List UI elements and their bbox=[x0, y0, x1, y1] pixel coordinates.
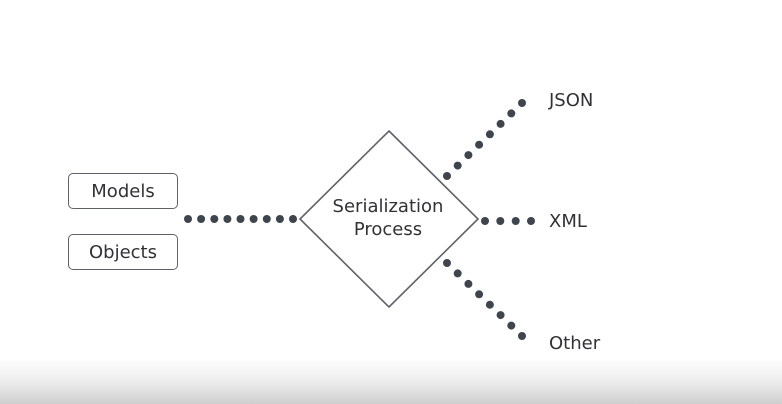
process-label-line1: Serialization bbox=[332, 196, 444, 217]
input-box-objects: Objects bbox=[68, 234, 178, 270]
input-box-models: Models bbox=[68, 173, 178, 209]
xml-connector-dot bbox=[527, 217, 535, 225]
process-label-line2: Process bbox=[353, 219, 423, 240]
other-connector-dot bbox=[443, 259, 451, 267]
input-connector-dot bbox=[236, 215, 245, 223]
other-connector-dot bbox=[507, 321, 516, 330]
output-label-xml: XML bbox=[549, 211, 587, 232]
other-connector-dot bbox=[496, 311, 505, 320]
json-connector-dot bbox=[453, 161, 462, 170]
json-connector-dot bbox=[443, 172, 451, 180]
other-connector-dot bbox=[464, 279, 473, 288]
xml-connector-dot bbox=[481, 217, 489, 225]
json-connector-dot bbox=[475, 140, 484, 149]
json-connector-dot bbox=[485, 130, 494, 139]
input-connector-dot bbox=[210, 215, 219, 223]
input-connector-dot bbox=[249, 215, 258, 223]
other-connector-dot bbox=[453, 269, 462, 278]
input-connector-dot bbox=[223, 215, 232, 223]
input-connector-dot bbox=[275, 215, 284, 223]
output-label-json: JSON bbox=[549, 90, 594, 111]
xml-connector-dot bbox=[496, 217, 505, 225]
input-label-models: Models bbox=[91, 180, 155, 202]
input-connector-dot bbox=[184, 215, 192, 223]
input-connector-dot bbox=[289, 215, 297, 223]
json-connector-dot bbox=[496, 119, 505, 128]
connector-dots bbox=[184, 99, 535, 340]
input-connector-dot bbox=[262, 215, 271, 223]
process-diamond bbox=[298, 129, 480, 309]
other-connector-dot bbox=[475, 290, 484, 299]
other-connector-dot bbox=[485, 300, 494, 309]
bottom-shadow bbox=[0, 358, 782, 404]
json-connector-dot bbox=[464, 151, 473, 160]
other-connector-dot bbox=[518, 332, 526, 340]
json-connector-dot bbox=[518, 99, 526, 107]
input-connector-dot bbox=[197, 215, 206, 223]
process-label: Serialization Process bbox=[318, 195, 458, 241]
input-label-objects: Objects bbox=[88, 241, 157, 263]
xml-connector-dot bbox=[511, 217, 520, 225]
output-label-other: Other bbox=[549, 333, 601, 354]
json-connector-dot bbox=[507, 109, 516, 118]
